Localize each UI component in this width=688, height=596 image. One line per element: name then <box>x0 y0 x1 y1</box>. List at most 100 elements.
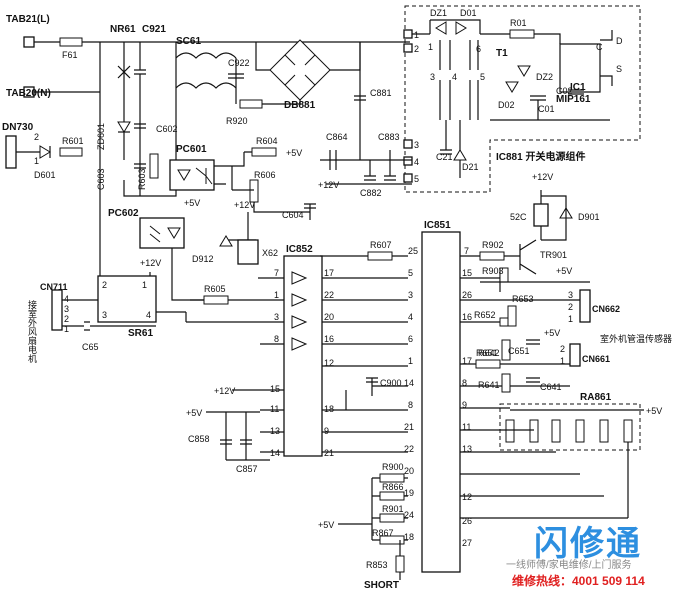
r901-label: R901 <box>382 504 404 514</box>
svg-text:16: 16 <box>462 312 472 322</box>
svg-text:18: 18 <box>404 532 414 542</box>
svg-text:13: 13 <box>462 444 472 454</box>
dz1-label: DZ1 <box>430 8 447 18</box>
zener-d21 <box>453 149 467 161</box>
r653-label: R653 <box>512 294 534 304</box>
ic851-label: IC851 <box>424 220 451 231</box>
p5-supply-1: +5V <box>286 148 302 158</box>
dn730-pin-1: 1 <box>34 156 39 166</box>
c641-label: C641 <box>540 382 562 392</box>
watermark: 闪修通 一线师傅/家电维修/上门服务 维修热线：4001 509 114 <box>498 512 688 596</box>
r642-label: R642 <box>478 348 500 358</box>
c65-label: C65 <box>82 342 99 352</box>
svg-text:26: 26 <box>462 516 472 526</box>
svg-text:6: 6 <box>476 44 481 54</box>
t1-label: T1 <box>496 48 508 59</box>
d901-label: D901 <box>578 212 600 222</box>
mod-pin-2: 2 <box>414 44 419 54</box>
ic851-left-pins: 25 5 3 4 6 1 14 8 21 22 20 19 24 18 <box>404 246 418 542</box>
resistor-r651 <box>501 339 511 361</box>
r01-label: R01 <box>510 18 527 28</box>
diode-d01 <box>455 21 467 35</box>
r867-label: R867 <box>372 528 394 538</box>
svg-text:2: 2 <box>568 302 573 312</box>
mod-pin-5: 5 <box>414 174 419 184</box>
r900-label: R900 <box>382 462 404 472</box>
svg-text:3: 3 <box>568 290 573 300</box>
p5-supply-6: +5V <box>186 408 202 418</box>
sensor-label: 室外机管温传感器 <box>600 333 672 344</box>
zener-dz2 <box>517 65 531 77</box>
svg-text:1: 1 <box>274 290 279 300</box>
resistor-r901 <box>379 513 405 523</box>
sr61-chip <box>97 275 157 323</box>
svg-text:1: 1 <box>64 324 69 334</box>
svg-text:5: 5 <box>480 72 485 82</box>
resistor-r920 <box>239 99 263 109</box>
resistor-r604 <box>251 147 277 157</box>
svg-text:22: 22 <box>404 444 414 454</box>
short-label: SHORT <box>364 580 399 591</box>
watermark-subtitle: 一线师傅/家电维修/上门服务 <box>506 560 632 571</box>
svg-text:14: 14 <box>404 378 414 388</box>
c602-label: C602 <box>156 124 178 134</box>
svg-text:3: 3 <box>64 304 69 314</box>
watermark-logo: 闪修通 <box>534 524 642 564</box>
r606-label: R606 <box>254 170 276 180</box>
svg-text:2: 2 <box>560 344 565 354</box>
p12-supply-1: +12V <box>318 180 339 190</box>
c01-label: C01 <box>538 104 555 114</box>
resistor-r642 <box>475 359 501 369</box>
svg-text:3: 3 <box>102 310 107 320</box>
resistor-r605 <box>203 295 229 305</box>
db881-label: DB881 <box>284 100 316 111</box>
svg-text:1: 1 <box>408 356 413 366</box>
zener-zd601 <box>117 121 131 133</box>
ic881-module-label: IC881 开关电源组件 <box>496 150 585 163</box>
ra861-resistors <box>505 419 633 443</box>
svg-text:11: 11 <box>270 404 279 414</box>
ic851-chip <box>421 231 461 573</box>
c922-label: C922 <box>228 58 250 68</box>
cn661-label: CN661 <box>582 354 610 364</box>
svg-text:19: 19 <box>404 488 414 498</box>
svg-text:4: 4 <box>408 312 413 322</box>
svg-text:4: 4 <box>64 294 69 304</box>
p12-supply-2: +12V <box>234 200 255 210</box>
pc602-label: PC602 <box>108 208 139 219</box>
c857-label: C857 <box>236 464 258 474</box>
mip161-label: MIP161 <box>556 94 591 105</box>
c882-label: C882 <box>360 188 382 198</box>
c900-label: C900 <box>380 378 402 388</box>
cn662-connector <box>579 289 591 323</box>
c864-label: C864 <box>326 132 348 142</box>
zd601-label: ZD601 <box>96 123 106 150</box>
mod-pin-3: 3 <box>414 140 419 150</box>
cn711-label: CN711 <box>40 282 68 292</box>
svg-text:18: 18 <box>324 404 334 414</box>
mod-pin-4: 4 <box>414 157 419 167</box>
sc61-label: SC61 <box>176 36 201 47</box>
diode-d02 <box>505 81 519 93</box>
resistor-r900 <box>379 473 405 483</box>
d601-label: D601 <box>34 170 56 180</box>
tab-n-label: TAB20(N) <box>6 88 51 99</box>
svg-text:15: 15 <box>270 384 280 394</box>
ic1-pin-d: D <box>616 36 623 46</box>
svg-text:21: 21 <box>324 448 334 458</box>
svg-text:17: 17 <box>324 268 334 278</box>
pc601-label: PC601 <box>176 144 207 155</box>
svg-text:12: 12 <box>324 358 334 368</box>
svg-text:20: 20 <box>404 466 414 476</box>
d21-label: D21 <box>462 162 479 172</box>
resistor-r01 <box>509 29 535 39</box>
svg-text:12: 12 <box>462 492 472 502</box>
svg-text:9: 9 <box>324 426 329 436</box>
r903-label: R903 <box>482 266 504 276</box>
r652-label: R652 <box>474 310 496 320</box>
svg-text:2: 2 <box>64 314 69 324</box>
ic852-buffers <box>291 271 308 351</box>
svg-text:17: 17 <box>462 356 472 366</box>
svg-text:1: 1 <box>560 356 565 366</box>
